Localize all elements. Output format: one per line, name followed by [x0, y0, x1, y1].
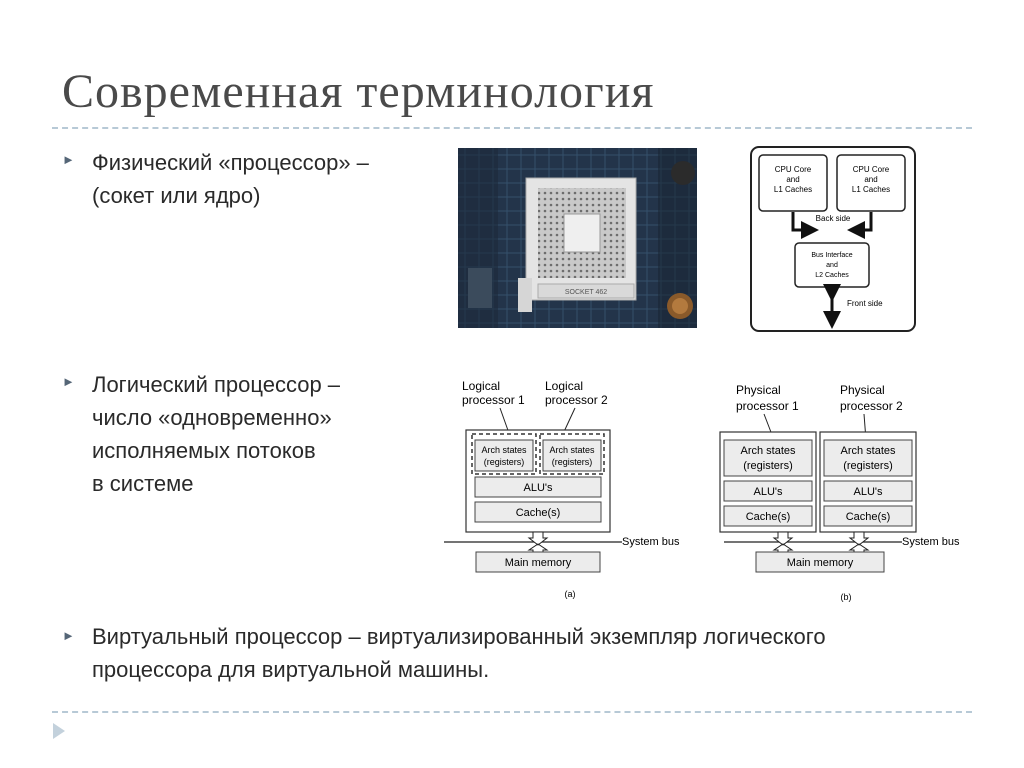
core-cache-diagram: CPU Core and L1 Caches CPU Core and L1 C…: [750, 146, 916, 332]
socket-label: SOCKET 462: [565, 289, 607, 296]
cpu-core-label: L1 Caches: [852, 185, 890, 194]
arch-states-label: (registers): [743, 460, 793, 472]
bullet-physical-processor: Физический «процессор» – (сокет или ядро…: [92, 146, 369, 212]
cpu-core-label: and: [864, 175, 877, 184]
arch-states-label: Arch states: [481, 445, 527, 455]
back-side-label: Back side: [816, 214, 851, 223]
bullet-line: процессора для виртуальной машины.: [92, 657, 490, 682]
cpu-core-label: L1 Caches: [774, 185, 812, 194]
alu-label: ALU's: [754, 486, 783, 498]
bullet-marker-1: ►: [62, 152, 75, 167]
cache-label: Cache(s): [516, 507, 561, 519]
bus-interface-label: L2 Caches: [815, 272, 849, 279]
cpu-core-label: and: [786, 175, 799, 184]
cpu-socket-photo: SOCKET 462: [458, 148, 697, 328]
cache-label: Cache(s): [846, 511, 891, 523]
bullet-line: в системе: [92, 471, 194, 496]
physical-processor-1-label: processor 1: [736, 399, 799, 413]
bullet-virtual-processor: Виртуальный процессор – виртуализированн…: [92, 620, 826, 686]
bullet-marker-2: ►: [62, 374, 75, 389]
caption-b: (b): [841, 592, 852, 602]
logical-processor-1-label: processor 1: [462, 393, 525, 407]
arch-states-label: (registers): [552, 457, 593, 467]
bullet-line: Логический процессор –: [92, 372, 341, 397]
bullet-logical-processor: Логический процессор – число «одновремен…: [92, 368, 340, 500]
bullet-line: Виртуальный процессор – виртуализированн…: [92, 624, 826, 649]
cpu-core-box: [758, 154, 828, 212]
slide-title: Современная терминология: [62, 65, 655, 118]
alu-label: ALU's: [524, 482, 553, 494]
logical-processor-diagram: Logical processor 1 Logical processor 2 …: [444, 379, 680, 599]
logical-processor-1-label: Logical: [462, 379, 500, 393]
bullet-line: число «одновременно»: [92, 405, 332, 430]
system-bus-label: System bus: [902, 536, 960, 548]
logical-processor-2-label: processor 2: [545, 393, 608, 407]
logical-processor-2-label: Logical: [545, 379, 583, 393]
arch-states-label: Arch states: [740, 445, 796, 457]
bus-interface-label: and: [826, 262, 838, 269]
next-slide-icon[interactable]: [52, 722, 66, 740]
physical-processor-1-label: Physical: [736, 383, 781, 397]
cpu-core-label: CPU Core: [775, 165, 812, 174]
main-memory-label: Main memory: [787, 557, 854, 569]
bullet-line: (сокет или ядро): [92, 183, 261, 208]
physical-processor-2-label: processor 2: [840, 399, 903, 413]
bullet-line: исполняемых потоков: [92, 438, 316, 463]
physical-processor-2-label: Physical: [840, 383, 885, 397]
title-divider: [52, 127, 972, 129]
caption-a: (a): [565, 589, 576, 599]
physical-processor-diagram: Physical processor 1 Physical processor …: [719, 383, 960, 602]
arch-states-label: Arch states: [549, 445, 595, 455]
bus-interface-label: Bus Interface: [811, 252, 852, 259]
footer-divider: [52, 711, 972, 713]
cache-label: Cache(s): [746, 511, 791, 523]
system-bus-label: System bus: [622, 536, 680, 548]
main-memory-label: Main memory: [505, 557, 572, 569]
cpu-core-label: CPU Core: [853, 165, 890, 174]
bullet-marker-3: ►: [62, 628, 75, 643]
bullet-line: Физический «процессор» –: [92, 150, 369, 175]
cpu-core-box: [836, 154, 906, 212]
alu-label: ALU's: [854, 486, 883, 498]
arch-states-label: (registers): [484, 457, 525, 467]
front-side-label: Front side: [847, 299, 883, 308]
arch-states-label: (registers): [843, 460, 893, 472]
arch-states-label: Arch states: [840, 445, 896, 457]
